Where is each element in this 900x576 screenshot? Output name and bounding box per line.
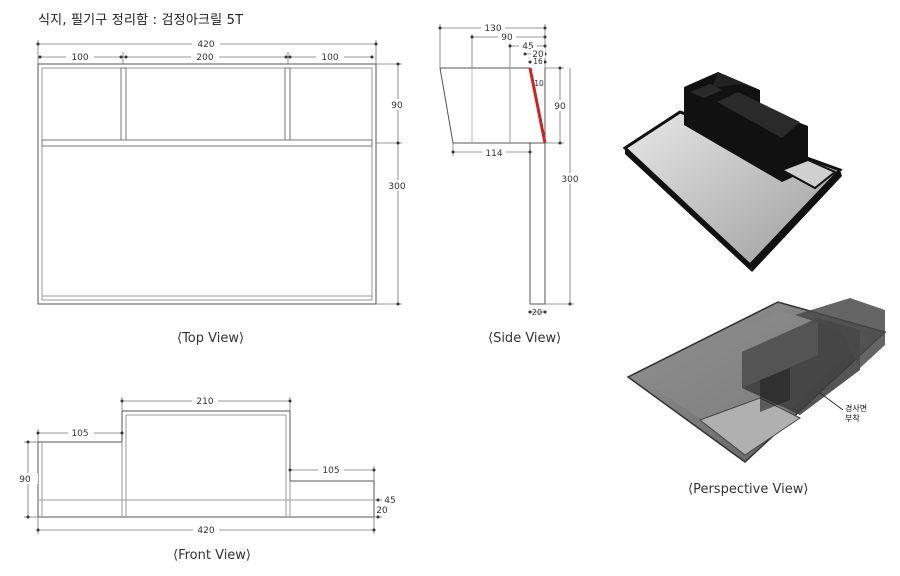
note-leader-line	[819, 392, 844, 411]
perspective-black	[622, 72, 843, 272]
top-view: 420 100 200 100 90 300	[36, 38, 410, 306]
perspective-black-tray-edge-left	[625, 148, 752, 272]
perspective-note: 경사면 부착	[845, 404, 867, 424]
top-view-outline	[37, 63, 377, 305]
side-dim-height: 90	[554, 102, 566, 112]
side-dim-16: 16	[533, 57, 543, 66]
perspective-note-line2: 부착	[845, 414, 860, 423]
side-view-body	[440, 67, 546, 305]
top-dim-total-depth: 300	[388, 182, 405, 192]
front-dim-height: 90	[19, 475, 31, 485]
side-view-caption: ⟨Side View⟩	[488, 331, 562, 346]
side-view-slant-left	[439, 67, 454, 144]
front-dim-center: 210	[196, 397, 213, 407]
side-view: 130 90 45 20 16 10 90 300 114 20	[438, 22, 583, 317]
side-view-dimension-lines	[439, 24, 574, 313]
top-dim-right: 100	[321, 53, 338, 63]
perspective-black-compartment-inner	[717, 92, 800, 138]
side-dim-20: 20	[532, 50, 544, 60]
perspective-view-caption: ⟨Perspective View⟩	[688, 482, 809, 497]
front-view-dimension-ticks	[26, 399, 380, 532]
top-dim-total-width: 420	[197, 40, 214, 50]
top-view-divider-left	[120, 67, 127, 141]
front-dim-left: 105	[71, 429, 88, 439]
top-dim-middle: 200	[196, 53, 213, 63]
front-dim-total: 420	[197, 526, 214, 536]
front-dim-20: 20	[376, 506, 388, 516]
perspective-note-line1: 경사면	[845, 404, 868, 413]
perspective-black-compartments	[684, 72, 808, 182]
side-dim-45: 45	[522, 42, 533, 52]
top-view-divider-right	[284, 67, 291, 141]
perspective-transparent-front-tray	[698, 397, 801, 456]
top-view-inner-outline	[41, 67, 373, 301]
side-dim-foot: 20	[532, 308, 542, 317]
top-dim-left: 100	[71, 53, 88, 63]
top-view-dimension-ticks	[36, 42, 400, 306]
side-dim-slope: 10	[534, 79, 544, 88]
sheet-title: 식지, 필기구 정리함 : 검정아크릴 5T	[38, 13, 244, 28]
front-dim-right: 105	[322, 466, 339, 476]
perspective-transparent	[626, 298, 887, 463]
perspective-black-tray-edge-right	[750, 170, 842, 272]
top-view-caption: ⟨Top View⟩	[177, 331, 245, 346]
side-dim-top-width: 130	[484, 24, 501, 34]
side-view-dimension-ticks	[438, 26, 572, 314]
side-dim-total: 300	[561, 175, 578, 185]
top-dim-compartment-depth: 90	[391, 101, 403, 111]
top-view-front-wall	[41, 139, 373, 147]
front-view-caption: ⟨Front View⟩	[173, 548, 252, 563]
top-view-dimension-lines	[37, 40, 402, 305]
front-view: 210 105 105 90 45 20 420	[16, 395, 396, 536]
side-dim-90: 90	[501, 33, 513, 43]
side-view-slope-highlight	[528, 67, 547, 144]
front-dim-45: 45	[384, 496, 395, 506]
side-dim-base: 114	[485, 149, 502, 159]
